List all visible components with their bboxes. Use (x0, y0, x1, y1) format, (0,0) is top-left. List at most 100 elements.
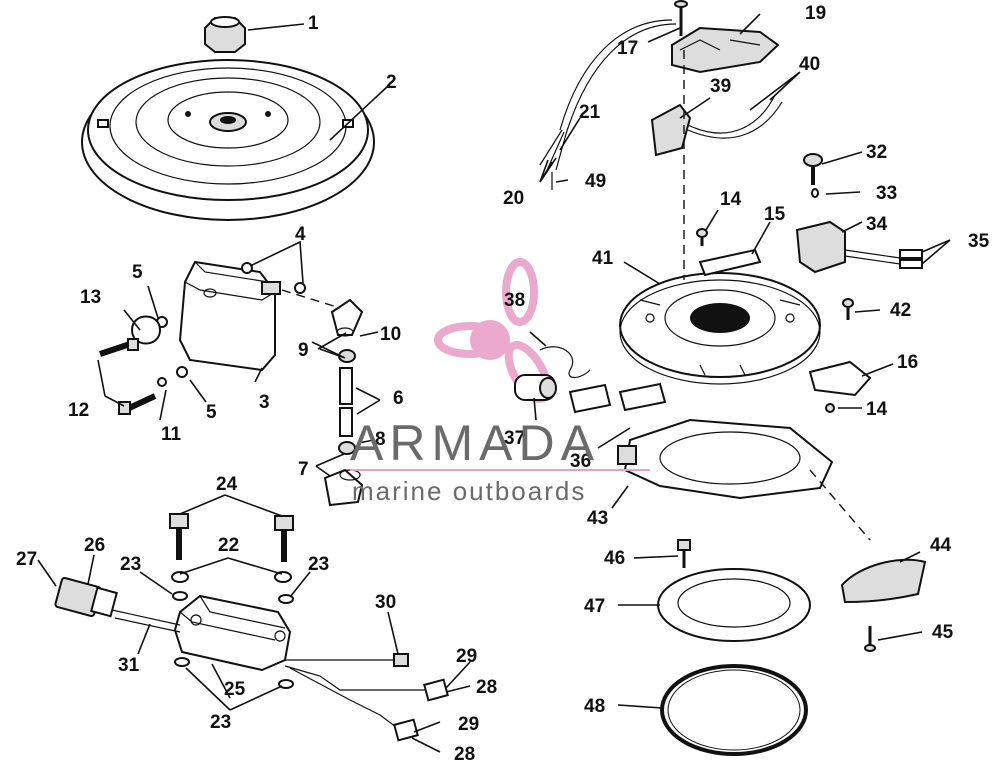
callout-8: 8 (375, 429, 386, 450)
washer (176, 366, 188, 378)
callout-14-bottom: 14 (866, 399, 888, 420)
flywheel-weight (840, 558, 927, 604)
leader-lines (37, 13, 951, 753)
callout-38: 38 (504, 290, 525, 311)
clamp (808, 360, 872, 397)
screw (118, 393, 157, 415)
callout-9: 9 (298, 340, 309, 361)
wire (111, 609, 181, 626)
callout-10: 10 (380, 324, 401, 345)
washer (241, 262, 253, 274)
screw (99, 338, 139, 357)
callout-48: 48 (584, 696, 605, 717)
callout-1: 1 (308, 13, 319, 34)
watermark-propeller-logo (434, 258, 552, 403)
pickup-assembly (671, 26, 780, 74)
callout-19: 19 (805, 3, 826, 24)
callout-28-upper: 28 (476, 677, 497, 698)
ignition-coil (178, 260, 281, 372)
screw (842, 298, 854, 320)
spark-plug-boot-upper (330, 298, 364, 337)
dashed-guide (281, 289, 341, 309)
callout-20: 20 (503, 188, 524, 209)
callout-11: 11 (161, 424, 182, 445)
callout-40: 40 (799, 54, 820, 75)
bolt (274, 515, 294, 562)
screw (674, 0, 688, 36)
stator-plate (619, 272, 821, 385)
clip (539, 346, 591, 379)
callout-labels: 1 2 3 4 5 5 6 7 8 9 10 11 12 13 14 14 15… (16, 3, 990, 765)
callout-30: 30 (375, 592, 396, 613)
washer (278, 594, 294, 604)
washer (294, 282, 306, 294)
wire (284, 665, 430, 691)
washer (174, 657, 190, 667)
callout-32: 32 (866, 142, 887, 163)
callout-15: 15 (764, 204, 786, 225)
wire (687, 94, 776, 134)
callout-36: 36 (570, 451, 591, 472)
retaining-ring-48 (660, 664, 808, 756)
connector-sleeve (514, 374, 557, 401)
wire (687, 101, 783, 139)
screw (696, 228, 708, 246)
dashed-guide (809, 469, 871, 541)
wire-harness (559, 19, 673, 131)
callout-23-right: 23 (308, 554, 329, 575)
washer (278, 679, 294, 689)
flywheel-nut (204, 16, 246, 53)
washer (811, 188, 819, 198)
callout-23-left: 23 (120, 554, 141, 575)
callout-23-bottom: 23 (210, 712, 231, 733)
washer (171, 571, 189, 583)
callout-47: 47 (584, 596, 605, 617)
lock-washer (157, 377, 167, 387)
callout-46: 46 (604, 548, 625, 569)
callout-29-upper: 29 (456, 646, 477, 667)
callout-3: 3 (259, 392, 270, 413)
callout-33: 33 (876, 183, 897, 204)
callout-17: 17 (617, 38, 638, 59)
power-pack-connector (54, 577, 118, 618)
callout-22: 22 (218, 535, 239, 556)
callout-16: 16 (897, 352, 918, 373)
bolt (169, 513, 189, 560)
sleeve (339, 367, 353, 405)
callout-35: 35 (968, 231, 990, 252)
callout-13: 13 (80, 287, 101, 308)
screw (803, 153, 823, 185)
callout-34: 34 (866, 214, 888, 235)
callout-49: 49 (585, 171, 606, 192)
callout-2: 2 (386, 72, 397, 93)
washer (172, 591, 188, 601)
screw (825, 403, 835, 413)
wire (289, 667, 401, 731)
callout-28-lower: 28 (454, 744, 475, 765)
timer-base (617, 418, 834, 500)
pickup-coil-upper (795, 220, 923, 274)
terminal-boot (393, 718, 419, 742)
terminal (393, 653, 409, 667)
bracket (568, 382, 667, 414)
callout-14-top: 14 (720, 189, 742, 210)
callout-43: 43 (587, 508, 608, 529)
wire-harness (565, 23, 677, 135)
terminal-boot (423, 678, 449, 702)
callout-31: 31 (118, 655, 140, 676)
callout-25: 25 (224, 679, 246, 700)
wire (539, 129, 567, 171)
screw (677, 539, 691, 568)
callout-7: 7 (298, 459, 309, 480)
callout-37: 37 (504, 428, 525, 449)
retainer-plate (698, 248, 762, 277)
callout-5-lower: 5 (206, 402, 217, 423)
callout-26: 26 (84, 535, 105, 556)
callout-6: 6 (393, 388, 404, 409)
callout-39: 39 (710, 76, 731, 97)
callout-44: 44 (930, 535, 952, 556)
sleeve (339, 407, 353, 437)
wire (114, 617, 181, 633)
callout-5-upper: 5 (132, 262, 143, 283)
